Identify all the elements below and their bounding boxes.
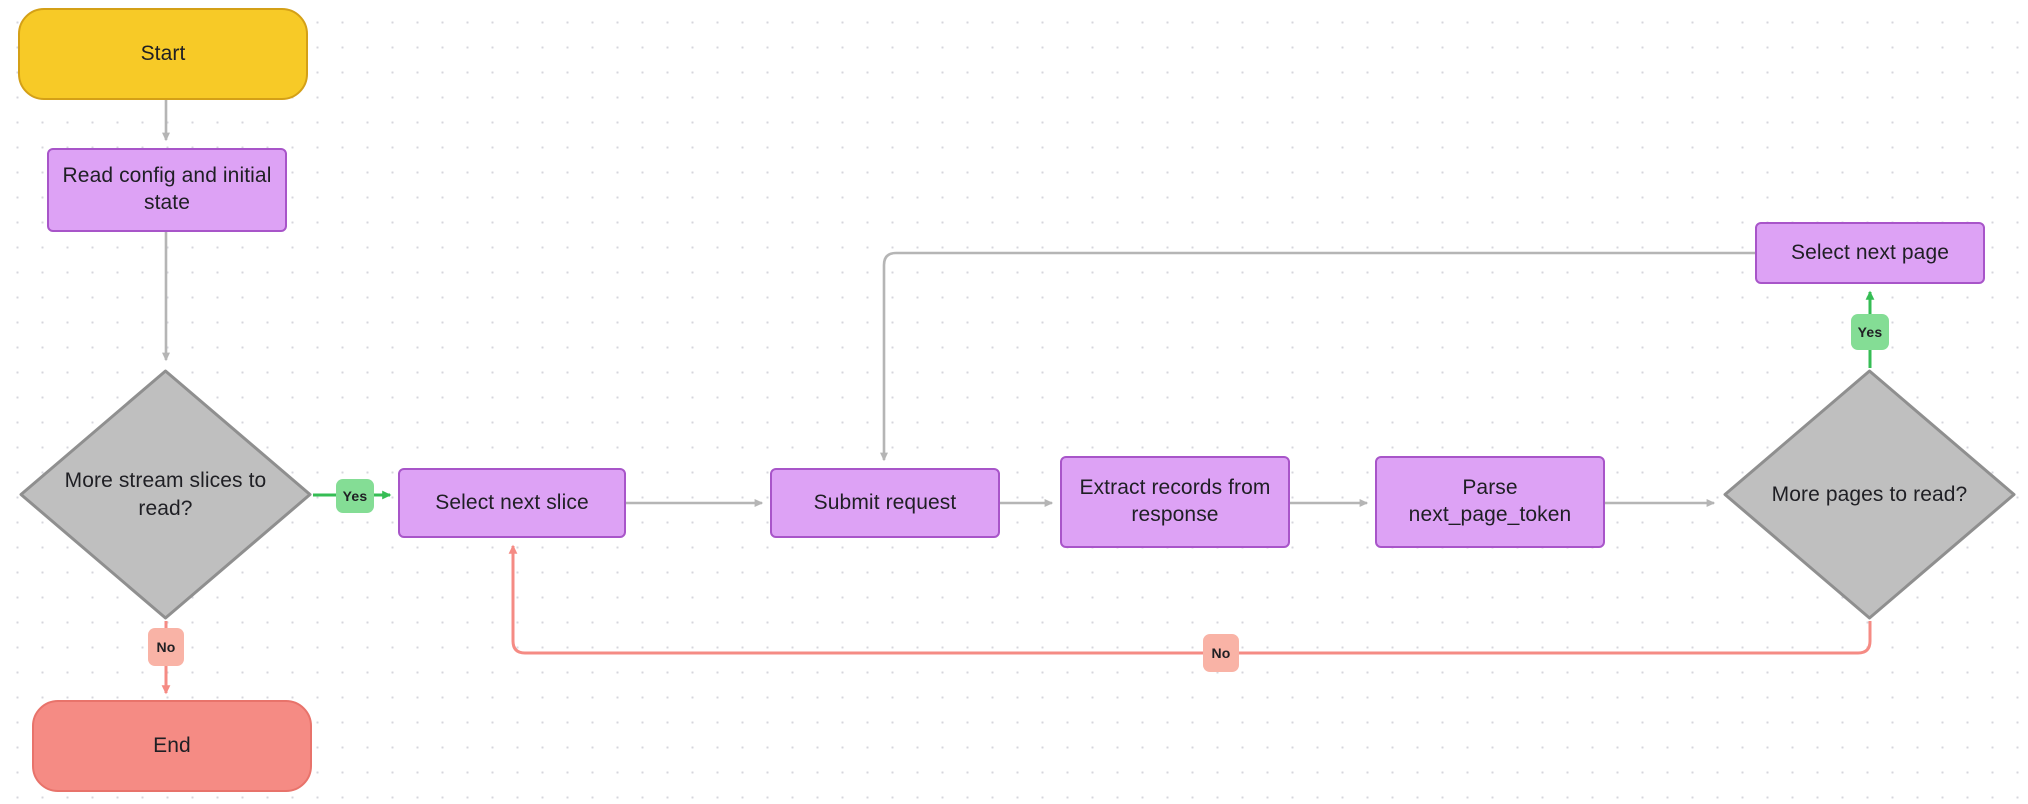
node-select-next-slice[interactable]: Select next slice	[398, 468, 626, 538]
node-parse-next-page-token[interactable]: Parse next_page_token	[1375, 456, 1605, 548]
node-more-stream-slices[interactable]: More stream slices to read?	[18, 368, 313, 621]
edge-select-page-to-submit	[880, 251, 1755, 462]
node-submit-request-label: Submit request	[813, 490, 957, 514]
node-start-label: Start	[140, 41, 186, 65]
edge-more-pages-no	[508, 544, 1872, 655]
node-more-pages-label: More pages to read?	[1771, 482, 1968, 506]
node-extract-records[interactable]: Extract records from response	[1060, 456, 1290, 548]
edge-label-yes-stream-slices: Yes	[336, 479, 374, 513]
edge-label-yes-more-pages: Yes	[1851, 314, 1889, 350]
node-start[interactable]: Start	[18, 8, 308, 100]
node-read-config-label: Read config and initial state	[62, 164, 272, 214]
node-extract-records-label: Extract records from response	[1079, 476, 1271, 526]
diamond-shape-icon	[19, 369, 312, 620]
node-more-stream-slices-label: More stream slices to read?	[64, 469, 267, 520]
node-select-next-page-label: Select next page	[1790, 240, 1950, 264]
diamond-shape-icon	[1723, 369, 2016, 620]
edge-label-text: No	[156, 639, 176, 655]
node-more-pages[interactable]: More pages to read?	[1722, 368, 2017, 621]
edge-label-text: No	[1211, 645, 1231, 661]
node-select-next-slice-label: Select next slice	[435, 490, 589, 514]
edge-label-text: Yes	[342, 488, 368, 504]
node-end-label: End	[153, 733, 191, 757]
node-read-config[interactable]: Read config and initial state	[47, 148, 287, 232]
node-submit-request[interactable]: Submit request	[770, 468, 1000, 538]
node-end[interactable]: End	[32, 700, 312, 792]
edge-label-no-stream-slices: No	[148, 628, 184, 666]
edge-label-no-more-pages: No	[1203, 634, 1239, 672]
node-select-next-page[interactable]: Select next page	[1755, 222, 1985, 284]
edge-label-text: Yes	[1857, 324, 1883, 340]
node-parse-next-page-token-label: Parse next_page_token	[1408, 476, 1572, 526]
